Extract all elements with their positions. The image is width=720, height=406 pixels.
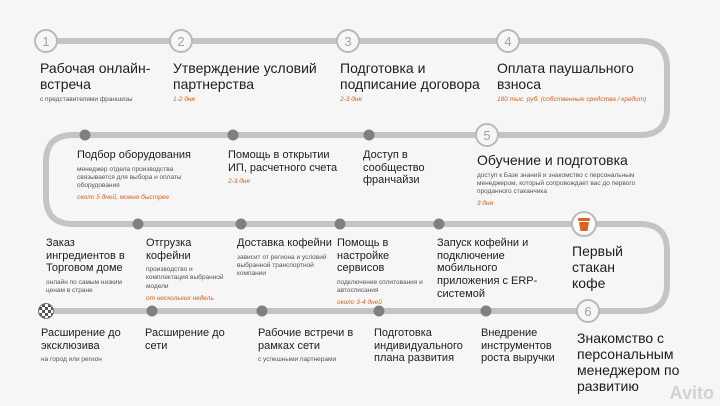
- services-dot: [334, 218, 346, 230]
- stage-2-number: 2: [177, 33, 185, 49]
- meetings-block: Рабочие встречи в рамках сети с успешным…: [258, 327, 358, 364]
- delivery-block: Доставка кофейни зависит от региона и ус…: [237, 237, 332, 278]
- stage-2-title: Утверждение условий партнерства: [173, 60, 317, 93]
- shipment-title: Отгрузка кофейни: [146, 237, 192, 262]
- checkered-flag-icon: [38, 303, 54, 319]
- tools-title: Внедрение инструментов роста выручки: [481, 327, 555, 365]
- excl-block: Расширение до эксклюзива на город или ре…: [41, 327, 136, 364]
- services-title: Помощь в настройке сервисов: [337, 237, 390, 275]
- stage-5-title: Обучение и подготовка: [477, 152, 628, 168]
- ip-time: 2-3 дня: [228, 178, 250, 186]
- shipment-desc: производство и комплектация выбранной мо…: [146, 266, 224, 290]
- ip-title: Помощь в открытии ИП, расчетного счета: [228, 149, 338, 174]
- stage-6-number: 6: [584, 303, 592, 319]
- stage-4-node: 4: [496, 29, 520, 53]
- avito-watermark: Avito: [669, 383, 714, 403]
- ip-dot: [227, 129, 239, 141]
- launch-block: Запуск кофейни и подключение мобильного …: [437, 237, 562, 300]
- stage-3-node: 3: [336, 29, 360, 53]
- meetings-dot: [256, 305, 268, 317]
- stage-4-block: Оплата паушального взноса 180 тыс. руб. …: [497, 60, 647, 104]
- first-cup-title: Первый стакан кофе: [572, 243, 623, 292]
- stage-4-number: 4: [504, 33, 512, 49]
- shipment-dot: [132, 218, 144, 230]
- stage-1-node: 1: [34, 29, 58, 53]
- stage-1-block: Рабочая онлайн-встреча с представителями…: [40, 60, 170, 104]
- stage-1-number: 1: [42, 33, 50, 49]
- stage-5-node: 5: [475, 123, 499, 147]
- launch-dot: [433, 218, 445, 230]
- tools-block: Внедрение инструментов роста выручки: [481, 327, 576, 365]
- stage-1-title: Рабочая онлайн-встреча: [40, 60, 151, 93]
- delivery-dot: [235, 218, 247, 230]
- launch-title: Запуск кофейни и подключение мобильного …: [437, 237, 538, 300]
- stage-3-title: Подготовка и подписание договора: [340, 60, 480, 93]
- excl-title: Расширение до эксклюзива: [41, 327, 121, 352]
- ingredients-title: Заказ ингредиентов в Торговом доме: [46, 237, 125, 275]
- meetings-title: Рабочие встречи в рамках сети: [258, 327, 354, 352]
- stage-6-title: Знакомство с персональным менеджером по …: [577, 330, 680, 395]
- stage-2-block: Утверждение условий партнерства 1-2 дня: [173, 60, 318, 104]
- stage-2-node: 2: [169, 29, 193, 53]
- excl-desc: на город или регион: [41, 356, 102, 364]
- access-dot: [363, 129, 375, 141]
- coffee-cup-icon: [578, 217, 590, 231]
- network-block: Расширение до сети: [145, 327, 235, 352]
- stage-5-time: 3 дня: [477, 200, 494, 208]
- equip-time: около 5 дней, можно быстрее: [77, 194, 169, 202]
- ingredients-block: Заказ ингредиентов в Торговом доме онлай…: [46, 237, 141, 295]
- stage-2-time: 1-2 дня: [173, 96, 195, 104]
- delivery-desc: зависит от региона и условий выбранной т…: [237, 253, 327, 277]
- tools-dot: [480, 305, 492, 317]
- stage-5-block: Обучение и подготовка доступ к Базе знан…: [477, 152, 657, 208]
- equip-dot: [79, 129, 91, 141]
- services-block: Помощь в настройке сервисов подключение …: [337, 237, 432, 307]
- delivery-title: Доставка кофейни: [237, 237, 332, 249]
- stage-5-desc: доступ к Базе знаний и знакомство с перс…: [477, 172, 636, 196]
- stage-4-title: Оплата паушального взноса: [497, 60, 634, 93]
- stage-3-block: Подготовка и подписание договора 2-3 дня: [340, 60, 480, 104]
- stage-4-time: 180 тыс. руб. (собственные средства / кр…: [497, 96, 647, 104]
- network-dot: [146, 305, 158, 317]
- ip-block: Помощь в открытии ИП, расчетного счета 2…: [228, 149, 338, 186]
- equip-desc: менеджер отдела производства связывается…: [77, 165, 182, 189]
- services-time: около 3-4 дней: [337, 299, 382, 307]
- access-block: Доступ в сообщество франчайзи: [363, 149, 458, 187]
- plan-dot: [373, 305, 385, 317]
- meetings-desc: с успешными партнерами: [258, 356, 337, 364]
- plan-title: Подготовка индивидуального плана развити…: [374, 327, 463, 365]
- services-desc: подключение сплитования и автосписания: [337, 278, 423, 295]
- stage-3-time: 2-3 дня: [340, 96, 362, 104]
- ingredients-desc: онлайн по самым низким ценам в стране: [46, 278, 123, 295]
- equip-block: Подбор оборудования менеджер отдела прои…: [77, 149, 202, 202]
- first-cup-block: Первый стакан кофе: [572, 243, 647, 291]
- shipment-time: от нескольких недель: [146, 294, 214, 302]
- stage-6-node: 6: [576, 299, 600, 323]
- first-cup-node: [571, 211, 597, 237]
- stage-1-desc: с представителями франшизы: [40, 96, 133, 104]
- equip-title: Подбор оборудования: [77, 149, 192, 161]
- plan-block: Подготовка индивидуального плана развити…: [374, 327, 474, 365]
- network-title: Расширение до сети: [145, 327, 225, 352]
- stage-3-number: 3: [344, 33, 352, 49]
- access-title: Доступ в сообщество франчайзи: [363, 149, 425, 187]
- stage-5-number: 5: [483, 127, 491, 143]
- shipment-block: Отгрузка кофейни производство и комплект…: [146, 237, 231, 302]
- stage-6-block: Знакомство с персональным менеджером по …: [577, 330, 712, 394]
